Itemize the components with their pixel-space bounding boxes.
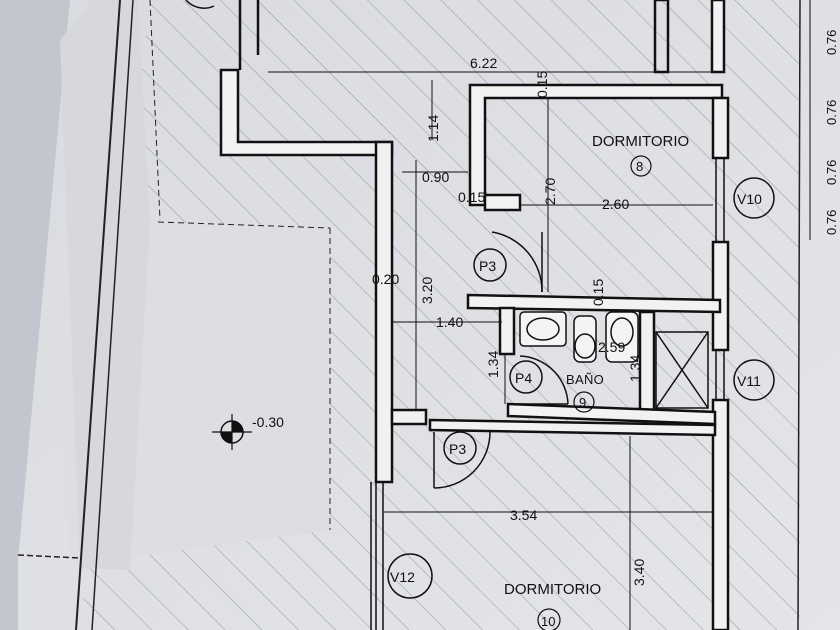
edge-dim-label: 0.76 [824,160,839,185]
edge-dim-label: 0.76 [824,100,839,125]
room-name-dorm8: DORMITORIO [592,133,689,150]
dim-label: 6.22 [470,55,497,71]
window-frames [370,158,725,630]
room-number-8: 8 [636,159,643,174]
level-label: -0.30 [252,414,284,430]
dim-label: 2.70 [542,178,558,205]
partial-circle-marker [185,0,215,9]
window-tag-circles [387,177,775,599]
window-tag-v11: V11 [737,373,761,389]
dim-label: 2.60 [602,196,629,212]
dimension-lines [268,0,811,630]
dim-label: 1.34 [485,351,501,378]
dim-label: 0.20 [372,271,399,287]
dim-label: 0.15 [590,279,606,306]
door-swings [433,231,569,489]
dim-label: 0.15 [534,71,550,98]
door-tag-circles [443,248,543,465]
dim-label: 0.90 [422,169,449,185]
door-labels: P3 P4 P3 [449,258,532,457]
dimension-labels: 6.22 1.14 0.15 0.90 0.15 2.70 2.60 0.20 … [372,55,647,586]
edge-dim-label: 0.76 [824,30,839,55]
bathroom-fixtures [519,311,709,409]
dim-label: 3.20 [419,277,435,304]
edge-dim-label: 0.76 [824,210,839,235]
room-name-bano: BAÑO [566,372,604,387]
border-lines [17,0,801,630]
dim-label: 3.40 [631,559,647,586]
window-tag-v10: V10 [737,191,762,207]
room-name-dorm10: DORMITORIO [504,581,601,598]
door-tag-p3-lower: P3 [449,441,466,457]
dim-label: 0.15 [458,189,485,205]
door-tag-p3-upper: P3 [479,258,496,274]
window-labels: V10 V11 V12 [390,191,762,585]
walls [219,0,730,630]
room-number-circles [537,155,652,630]
room-labels: DORMITORIO 8 BAÑO 9 DORMITORIO 10 [504,133,689,629]
window-tag-v12: V12 [390,569,415,585]
level-marker-icon [212,414,252,450]
dim-label: 3.54 [510,507,537,523]
right-edge-dims: 0.76 0.76 0.76 0.76 [824,30,839,235]
room-number-9: 9 [579,395,586,410]
door-tag-p4: P4 [515,370,532,386]
dim-label: 1.34 [627,355,643,382]
room-number-10: 10 [541,614,555,629]
dim-label: 2.59 [598,339,625,355]
dim-label: 1.14 [425,115,441,142]
dim-label: 1.40 [436,314,463,330]
